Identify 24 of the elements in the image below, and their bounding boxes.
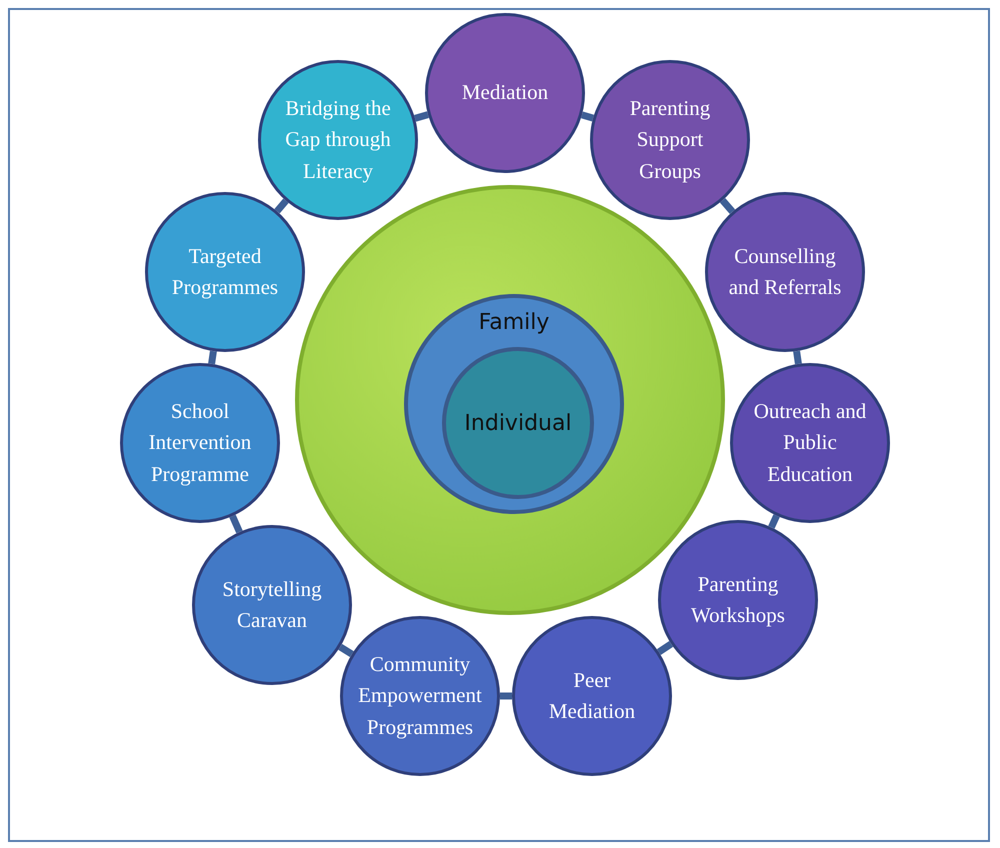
program-circle: Community Empowerment Programmes xyxy=(340,616,500,776)
connector-line xyxy=(414,111,429,122)
connector-line xyxy=(656,641,674,655)
connector-line xyxy=(720,198,736,214)
program-circle: Targeted Programmes xyxy=(145,192,305,352)
individual-circle: Individual xyxy=(442,347,594,499)
connector-line xyxy=(500,692,512,700)
program-circle: Outreach and Public Education xyxy=(730,363,890,523)
connector-line xyxy=(274,198,289,214)
connector-line xyxy=(338,644,354,658)
circle-label: Family xyxy=(478,310,550,335)
program-circle: Mediation xyxy=(425,13,585,173)
connector-line xyxy=(208,350,217,364)
connector-line xyxy=(229,514,243,534)
connector-line xyxy=(793,350,802,364)
program-circle: Parenting Workshops xyxy=(658,520,818,680)
program-circle: Counselling and Referrals xyxy=(705,192,865,352)
program-circle: Peer Mediation xyxy=(512,616,672,776)
connector-line xyxy=(768,514,780,529)
connector-line xyxy=(580,112,594,122)
program-circle: Storytelling Caravan xyxy=(192,525,352,685)
program-circle: School Intervention Programme xyxy=(120,363,280,523)
program-circle: Bridging the Gap through Literacy xyxy=(258,60,418,220)
program-circle: Parenting Support Groups xyxy=(590,60,750,220)
